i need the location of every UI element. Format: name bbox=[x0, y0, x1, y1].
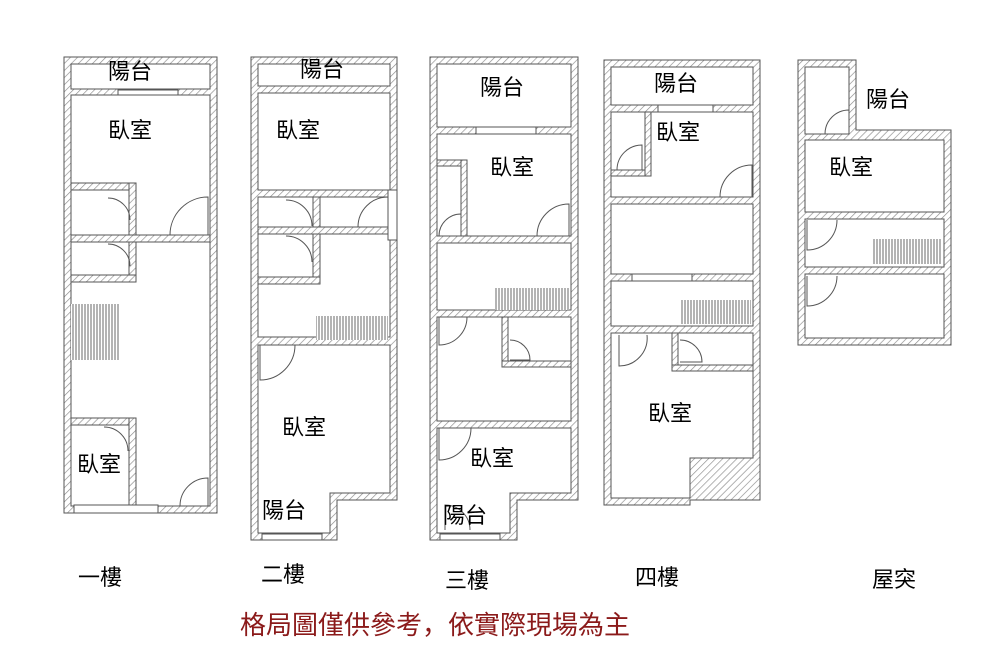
room-label: 陽台 bbox=[262, 499, 306, 524]
room-label: 臥室 bbox=[282, 416, 326, 441]
floor-names: 一樓 二樓 三樓 四樓 屋突 bbox=[78, 563, 916, 594]
room-label: 陽台 bbox=[654, 72, 698, 97]
floor-name-roof: 屋突 bbox=[872, 568, 916, 593]
floor-name-1f: 一樓 bbox=[78, 566, 122, 591]
floor-plan-roof bbox=[797, 59, 952, 346]
floor-name-2f: 二樓 bbox=[261, 563, 305, 588]
room-labels: 陽台 臥室 臥室 陽台 臥室 臥室 陽台 陽台 臥室 臥室 陽台 陽台 臥室 臥… bbox=[77, 58, 910, 529]
room-label: 陽台 bbox=[443, 504, 487, 529]
room-label: 臥室 bbox=[648, 402, 692, 427]
room-label: 臥室 bbox=[829, 156, 873, 181]
room-label: 臥室 bbox=[656, 121, 700, 146]
room-label: 臥室 bbox=[470, 447, 514, 472]
room-label: 陽台 bbox=[480, 76, 524, 101]
room-label: 陽台 bbox=[866, 88, 910, 113]
room-label: 陽台 bbox=[300, 58, 344, 83]
floor-plan-3f bbox=[429, 56, 579, 541]
room-label: 陽台 bbox=[108, 60, 152, 85]
room-label: 臥室 bbox=[108, 119, 152, 144]
floor-plan-2f bbox=[250, 56, 398, 541]
floor-name-4f: 四樓 bbox=[635, 566, 679, 591]
room-label: 臥室 bbox=[276, 119, 320, 144]
floor-plan-4f bbox=[603, 59, 761, 506]
disclaimer-text: 格局圖僅供參考，依實際現場為主 bbox=[239, 611, 630, 641]
room-label: 臥室 bbox=[77, 453, 121, 478]
room-label: 臥室 bbox=[490, 156, 534, 181]
floor-plan-1f bbox=[63, 56, 218, 514]
floor-name-3f: 三樓 bbox=[445, 569, 489, 594]
